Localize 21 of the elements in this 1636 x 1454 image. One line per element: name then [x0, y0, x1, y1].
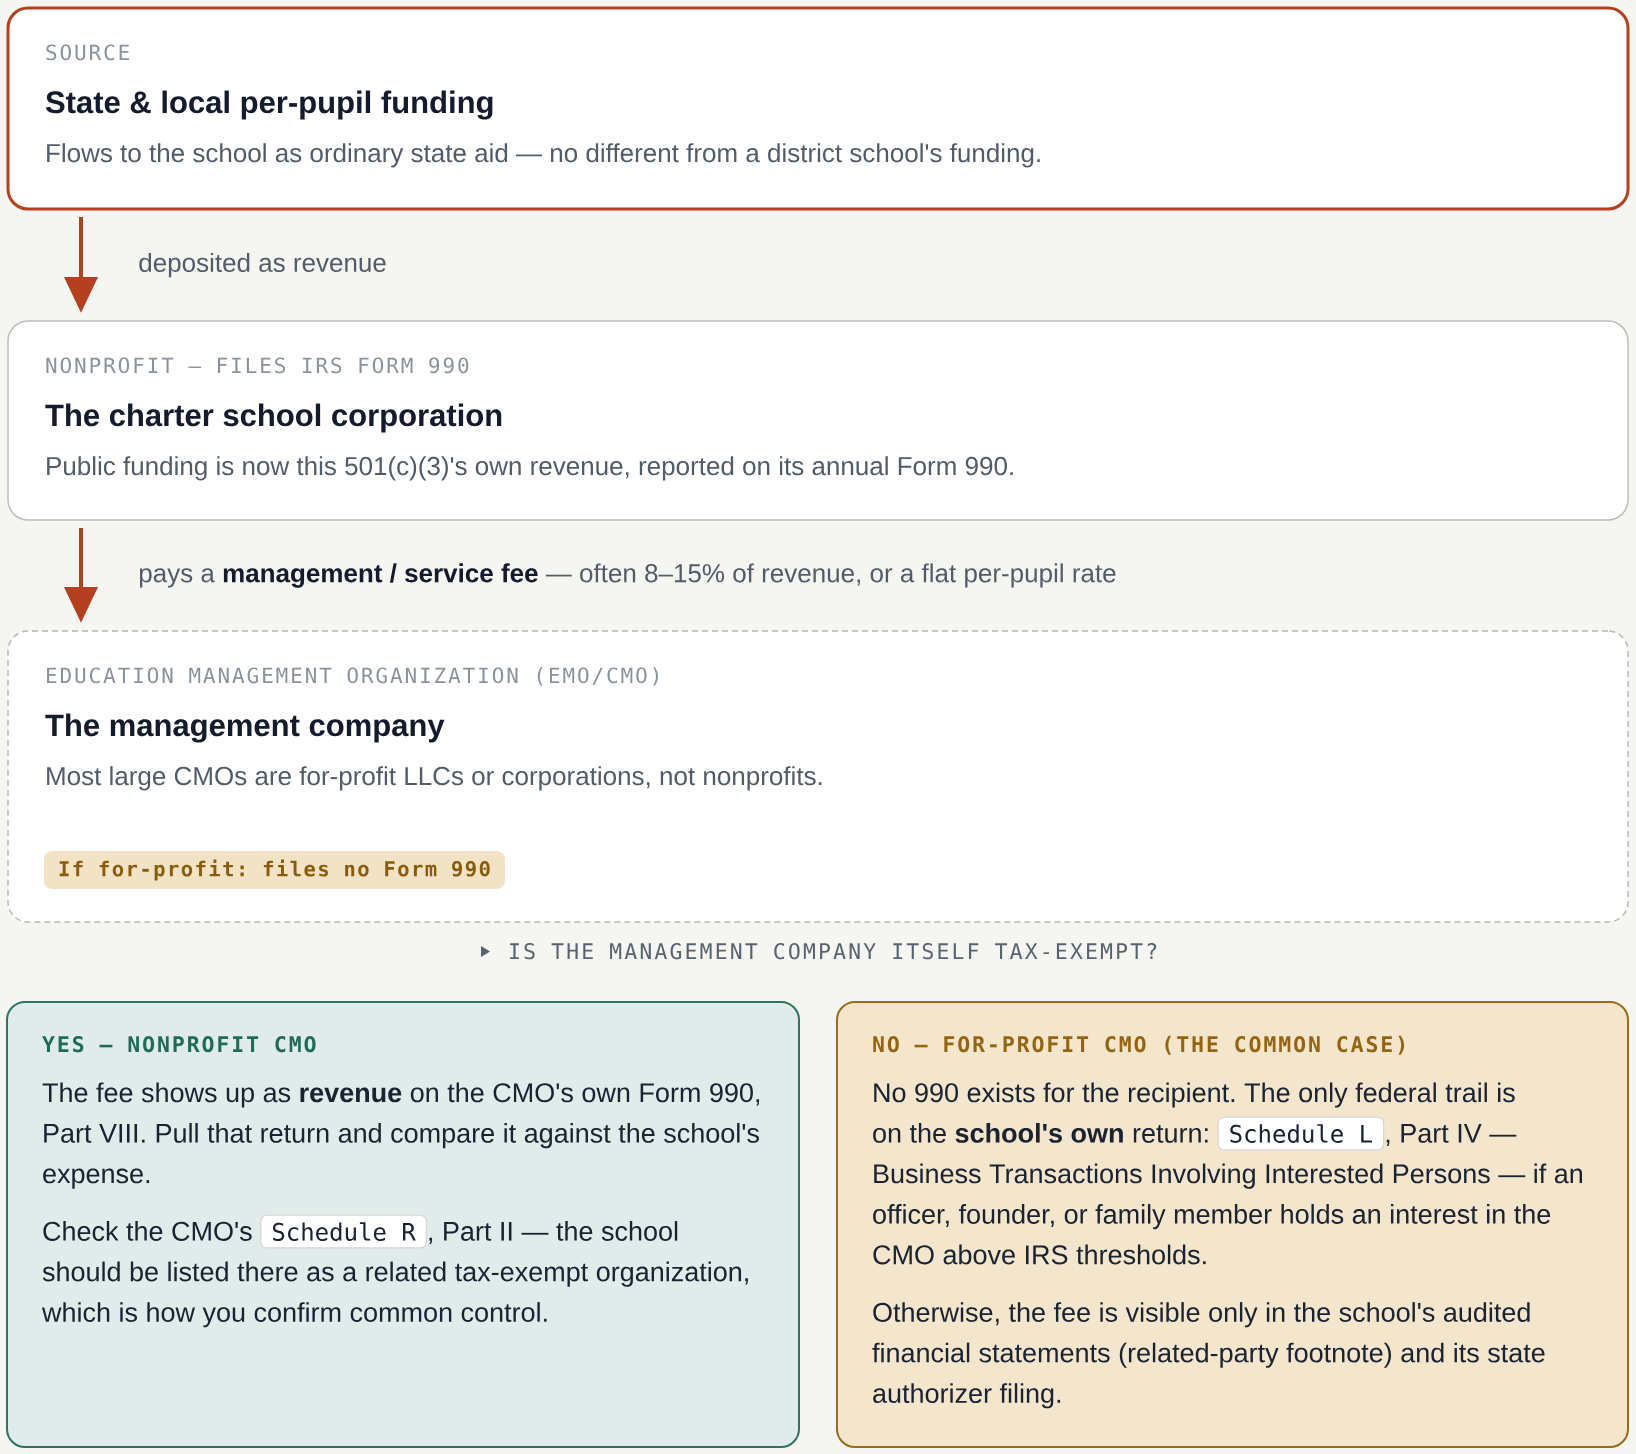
card-heading: YES — NONPROFIT CMO [42, 1036, 316, 1053]
card-title: The charter school corporation [45, 403, 502, 433]
category-label: NONPROFIT — FILES IRS FORM 990 [46, 357, 469, 374]
card-title: The management company [45, 713, 445, 743]
card-text: Most large CMOs are for-profit LLCs or corporations, not nonprofits. [47, 766, 822, 791]
edge-label: deposited as revenue [139, 252, 386, 278]
card-text: Public funding is now this 501(c)(3)'s own revenue, reported on its annual Form 990. [47, 456, 1013, 481]
paragraph: The fee shows up as revenue on the CMO's own Form 990, Part VIII. Pull that return and compare it against the school's expense. [42, 1082, 760, 1189]
edge-label: pays a management / service fee — often 8–15% of revenue, or a flat per-pupil rate [139, 563, 1116, 588]
paragraph: Otherwise, the fee is visible only in the school's audited financial statements (related-party footnote) and its state authorizer filing. [872, 1302, 1545, 1409]
paragraph: Check the CMO's Schedule R , Part II — the school should be listed there as a related tax-exempt organization, which is how you confirm common control. [41, 1214, 748, 1328]
card-heading: NO — FOR-PROFIT CMO (THE COMMON CASE) [873, 1035, 1405, 1055]
card-text: Flows to the school as ordinary state aid — no different from a district school's funding. [47, 143, 1040, 168]
paragraph: No 990 exists for the recipient. The only federal trail is on the school's own return: Schedule L , Part IV — Business Transactions Involving Interested Persons — if an officer, founder, or family member holds an interest in the CMO above IRS thresholds. [873, 1082, 1582, 1265]
question-label: IS THE MANAGEMENT COMPANY ITSELF TAX-EXEMPT? [510, 943, 1157, 960]
code-chip: Schedule R [260, 1214, 427, 1249]
card-title: State & local per-pupil funding [45, 90, 493, 120]
tag-badge: If for-profit: files no Form 990 [44, 851, 505, 889]
code-chip: Schedule L [1217, 1116, 1385, 1151]
category-label: EDUCATION MANAGEMENT ORGANIZATION (EMO/CMO) [47, 667, 658, 686]
category-label: SOURCE [46, 44, 129, 61]
